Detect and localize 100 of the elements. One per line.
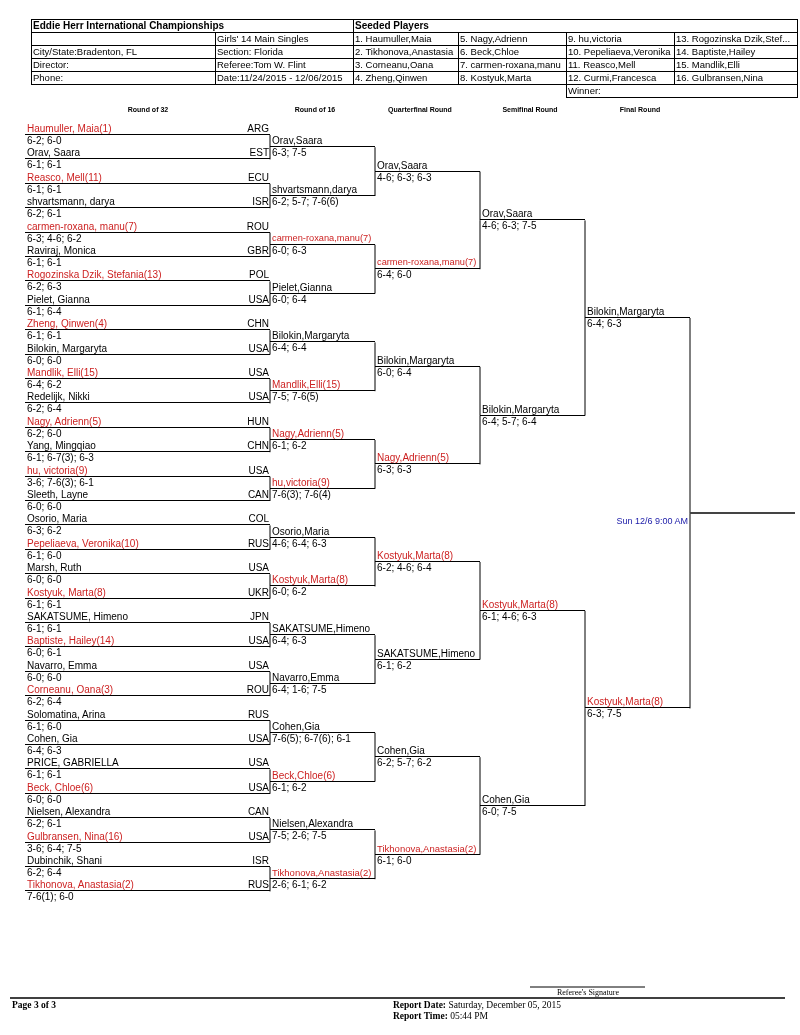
winner-line bbox=[690, 512, 795, 515]
bracket-line bbox=[374, 659, 376, 685]
player-name: Nagy, Adrienn(5) bbox=[27, 415, 102, 427]
bracket-line bbox=[269, 732, 271, 746]
match-score: 6-1; 6-2 bbox=[377, 659, 412, 671]
report-time: Report Time: 05:44 PM bbox=[393, 1011, 488, 1021]
match-score: 6-2; 6-1 bbox=[27, 208, 62, 220]
country-code: USA bbox=[248, 391, 269, 403]
bracket-line bbox=[269, 768, 271, 783]
bracket-line bbox=[479, 219, 481, 270]
bracket-line bbox=[269, 146, 271, 160]
player-name: Yang, Mingqiao bbox=[27, 440, 96, 452]
match-score: 4-6; 6-3; 7-5 bbox=[482, 220, 537, 232]
bracket-entry bbox=[25, 196, 270, 221]
country-code: ISR bbox=[252, 855, 269, 866]
match-score: 6-1; 6-1 bbox=[27, 623, 62, 634]
country-code: ARG bbox=[247, 123, 269, 134]
match-score: 6-0; 7-5 bbox=[482, 806, 517, 817]
bracket-entry bbox=[270, 232, 375, 257]
match-score: 6-1; 6-0 bbox=[27, 720, 62, 732]
player-name: SAKATSUME, Himeno bbox=[27, 611, 128, 622]
country-code: CAN bbox=[247, 806, 269, 818]
match-score: 6-1; 6-2 bbox=[272, 781, 307, 793]
bracket-entry bbox=[25, 123, 270, 147]
bracket-entry bbox=[25, 513, 270, 538]
player-name: Pepeliaeva, Veronika(10) bbox=[27, 537, 139, 549]
bracket-entry bbox=[375, 452, 480, 477]
bracket-entry bbox=[25, 733, 270, 757]
player-name: Kostyuk,Marta(8) bbox=[482, 598, 559, 610]
country-code: CAN bbox=[247, 489, 269, 500]
player-name: Cohen,Gia bbox=[272, 720, 320, 732]
match-score: 6-2; 6-3 bbox=[27, 281, 62, 293]
bracket-entry bbox=[25, 245, 270, 269]
match-score: 6-0; 6-1 bbox=[27, 647, 62, 659]
country-code: COL bbox=[248, 513, 269, 525]
bracket-line bbox=[269, 195, 271, 209]
player-name: Nagy,Adrienn(5) bbox=[272, 428, 345, 439]
info-cell: Date:11/24/2015 - 12/06/2015 bbox=[215, 71, 354, 85]
player-name: Orav,Saara bbox=[482, 208, 533, 220]
player-name: carmen-roxana,manu(7) bbox=[272, 232, 372, 244]
bracket-entry bbox=[25, 537, 270, 562]
bracket-entry bbox=[270, 818, 375, 843]
bracket-line bbox=[584, 707, 586, 807]
bracket-entry bbox=[270, 330, 375, 355]
player-name: Bilokin,Margaryta bbox=[272, 330, 350, 342]
bracket-line bbox=[374, 244, 376, 270]
bracket-line bbox=[269, 683, 271, 697]
bracket-entry bbox=[480, 794, 585, 818]
page-number: Page 3 of 3 bbox=[12, 1000, 57, 1010]
player-name: Tikhonova, Anastasia(2) bbox=[27, 879, 134, 891]
match-score: 6-4; 1-6; 7-5 bbox=[272, 684, 327, 695]
match-score: 6-2; 5-7; 7-6(6) bbox=[272, 196, 339, 207]
player-name: shvartsmann, darya bbox=[27, 196, 115, 208]
match-score: 6-2; 6-0 bbox=[27, 135, 62, 146]
bracket-line bbox=[374, 439, 376, 465]
bracket-entry bbox=[25, 147, 270, 172]
player-name: Cohen,Gia bbox=[482, 794, 530, 805]
bracket-line bbox=[269, 232, 271, 246]
player-name: Raviraj, Monica bbox=[27, 245, 96, 256]
bracket-line bbox=[479, 415, 481, 465]
bracket-line bbox=[269, 781, 271, 795]
bracket-entry bbox=[270, 281, 375, 306]
player-name: Nielsen,Alexandra bbox=[272, 818, 354, 830]
bracket-entry bbox=[25, 659, 270, 684]
country-code: CHN bbox=[247, 318, 269, 330]
bracket-entry bbox=[25, 586, 270, 611]
seed-cell: 4. Zheng,Qinwen bbox=[353, 71, 459, 85]
match-score: 6-4; 6-3 bbox=[272, 635, 307, 647]
report-date: Report Date: Saturday, December 05, 2015 bbox=[393, 1000, 561, 1010]
bracket-line bbox=[584, 219, 586, 319]
match-score: 6-4; 5-7; 6-4 bbox=[482, 415, 537, 427]
bracket-entry bbox=[375, 647, 480, 672]
bracket-entry bbox=[480, 403, 585, 428]
player-name: Kostyuk, Marta(8) bbox=[27, 586, 106, 598]
match-score: 3-6; 6-4; 7-5 bbox=[27, 842, 82, 854]
match-score: 6-4; 6-2 bbox=[27, 379, 62, 390]
country-code: RUS bbox=[247, 708, 269, 720]
match-score: 6-1; 4-6; 6-3 bbox=[482, 610, 537, 622]
bracket-line bbox=[584, 317, 586, 417]
country-code: USA bbox=[248, 757, 269, 769]
signature-caption: Referee's Signature bbox=[556, 988, 620, 997]
match-score: 6-2; 6-4 bbox=[27, 696, 62, 708]
bracket-line bbox=[374, 171, 376, 197]
country-code: UKR bbox=[247, 586, 269, 598]
country-code: USA bbox=[248, 342, 269, 354]
match-score: 2-6; 6-1; 6-2 bbox=[272, 879, 327, 891]
bracket-line bbox=[479, 171, 481, 221]
player-name: Nielsen, Alexandra bbox=[27, 806, 111, 818]
bracket-line bbox=[374, 756, 376, 783]
bracket-entry bbox=[25, 220, 270, 245]
bracket-entry bbox=[270, 867, 375, 892]
bracket-entry bbox=[270, 428, 375, 452]
bracket-entry bbox=[585, 306, 690, 330]
bracket-entry bbox=[480, 208, 585, 233]
bracket-line bbox=[269, 720, 271, 734]
bracket-line bbox=[269, 622, 271, 636]
bracket-line bbox=[479, 610, 481, 661]
player-name: Bilokin,Margaryta bbox=[377, 354, 455, 366]
match-score: 4-6; 6-3; 6-3 bbox=[377, 171, 432, 183]
match-score: 6-1; 6-1 bbox=[27, 159, 62, 171]
